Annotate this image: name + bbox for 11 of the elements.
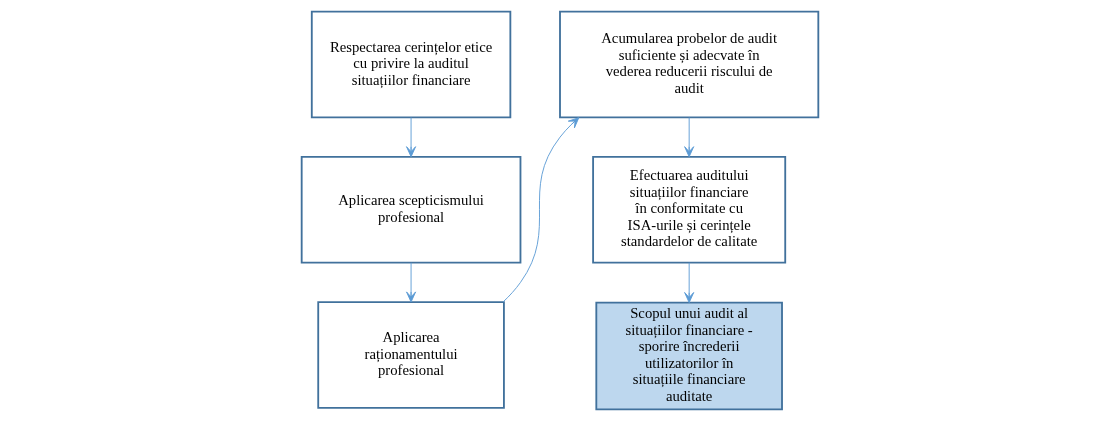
arrow [406,117,417,158]
arrow [684,262,695,304]
node-box: Aplicarea raționamentului profesional [317,301,505,409]
arrow [406,262,417,303]
arrow [502,117,580,303]
node-box: Efectuarea auditului situațiilor financiare în conformitate cu ISA-urile și cerințele standardelor de calitate [592,156,787,264]
node-box: Acumularea probelor de audit suficiente și adecvate în vederea reducerii riscului de audit [559,10,820,119]
arrow [684,117,695,158]
node-box: Scopul unui audit al situațiilor financiare - sporire încrederii utilizatorilor în situațiile financiare auditate [595,301,783,411]
node-box: Aplicarea scepticismului profesional [300,156,522,264]
node-box: Respectarea cerințelor etice cu privire la auditul situațiilor financiare [310,10,512,119]
